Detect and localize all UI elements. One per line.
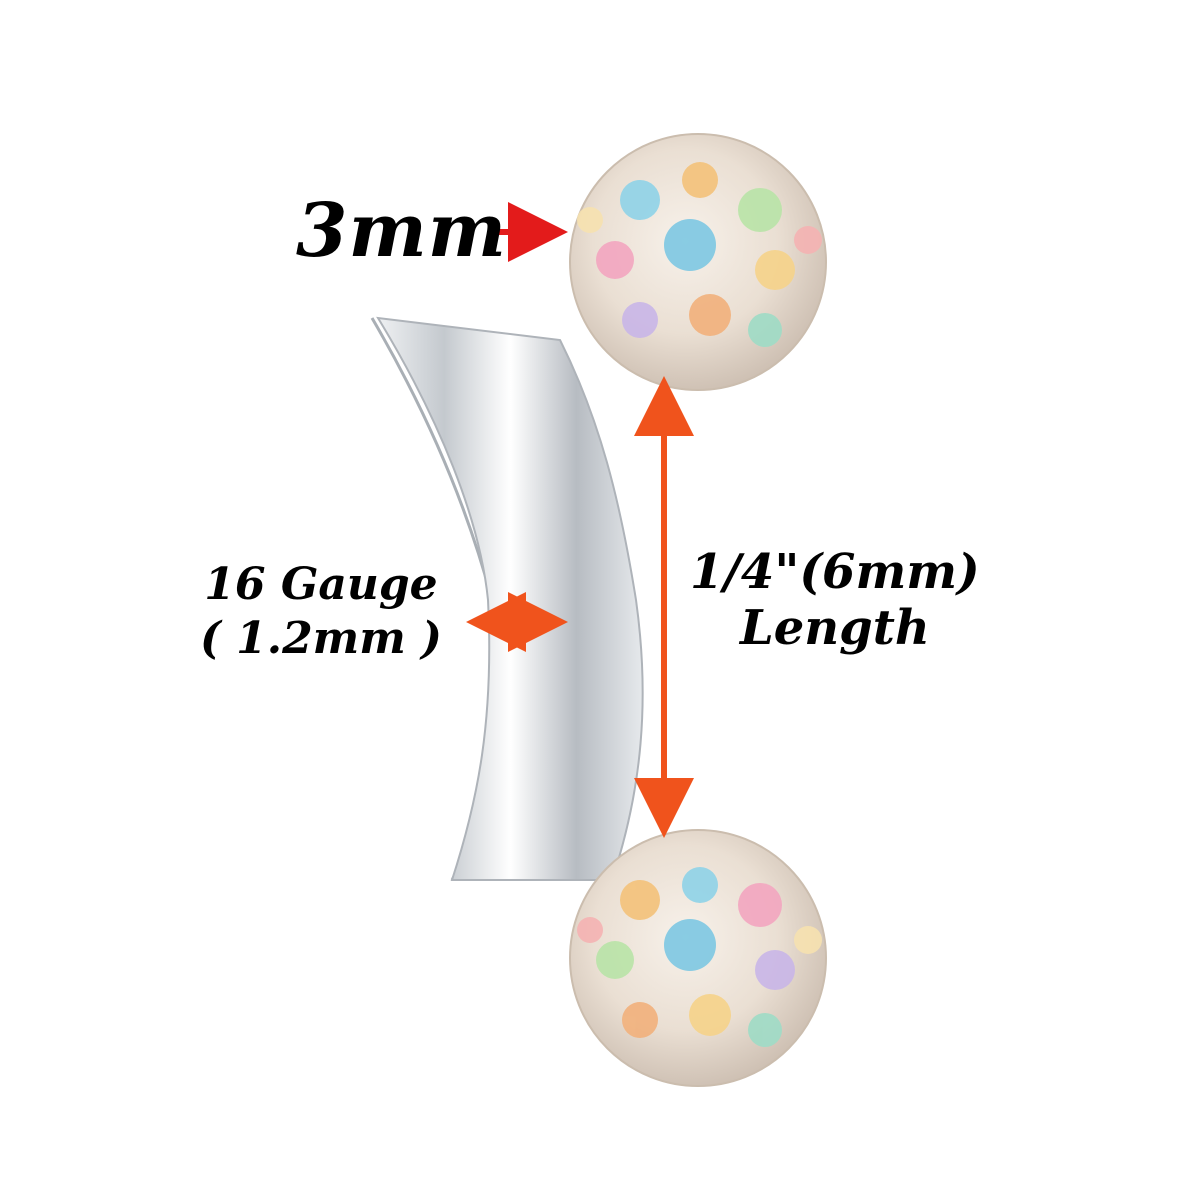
gauge-label: 16 Gauge ( 1.2mm ) bbox=[200, 558, 442, 666]
length-label: 1/4"(6mm) Length bbox=[690, 544, 980, 656]
ball-size-label: 3mm bbox=[296, 188, 508, 274]
length-label-line2: Length bbox=[739, 600, 930, 656]
length-label-line1: 1/4"(6mm) bbox=[690, 544, 980, 600]
gauge-label-line1: 16 Gauge bbox=[204, 559, 438, 610]
top-crystal-ball bbox=[569, 133, 827, 391]
bottom-crystal-ball bbox=[569, 829, 827, 1087]
gauge-label-line2: ( 1.2mm ) bbox=[200, 613, 442, 664]
